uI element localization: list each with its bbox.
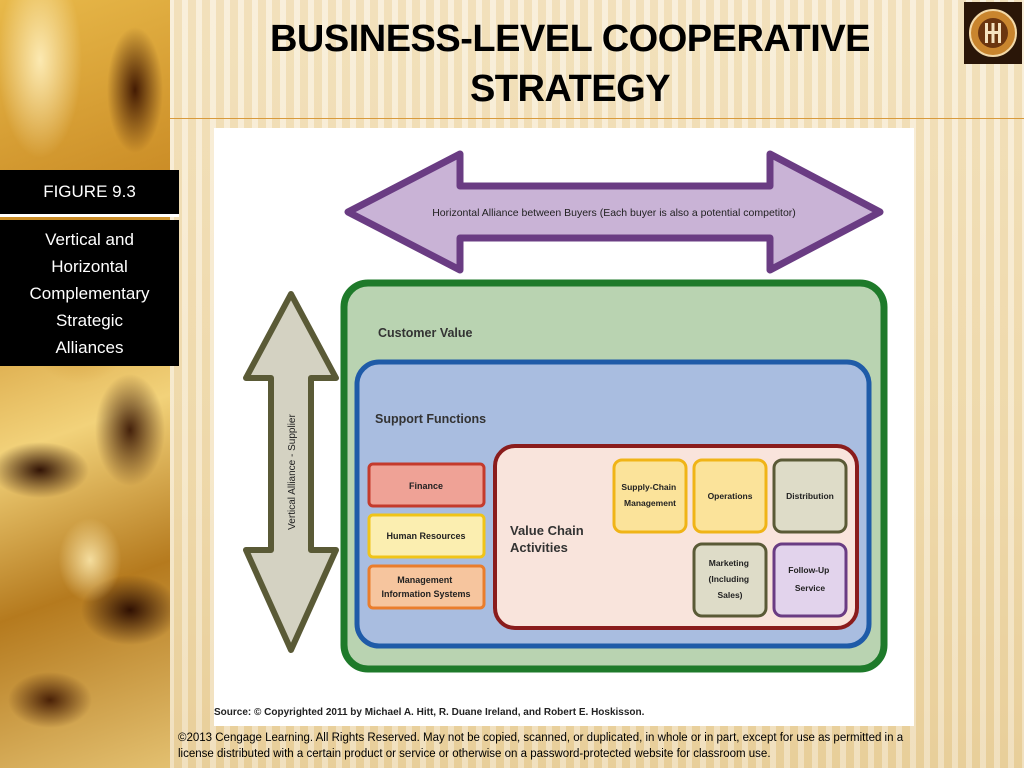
follow-up-label-line-2: Service [795,583,826,593]
mis-label-line-1: Management [397,575,452,585]
follow-up-label: Follow-Up Service [788,565,831,593]
slide-title: BUSINESS-LEVEL COOPERATIVE STRATEGY [269,18,871,110]
marketing-label-line-1: Marketing [709,558,749,568]
horizontal-alliance-arrow [344,150,884,274]
alliances-diagram: Horizontal Alliance between Buyers (Each… [243,150,888,673]
follow-up-label-line-1: Follow-Up [788,565,829,575]
finance-label: Finance [409,481,443,491]
diagram-card: Horizontal Alliance between Buyers (Each… [214,128,914,726]
mis-label: Management Information Systems [381,575,470,599]
vertical-alliance-arrow [243,291,339,653]
human-resources-box [367,513,486,559]
human-resources-label: Human Resources [386,531,465,541]
supply-chain-label-line-2: Management [624,498,676,508]
customer-value-label: Customer Value [378,326,473,340]
publisher-logo [964,2,1022,64]
supply-chain-box [612,458,688,534]
distribution-box [772,458,848,534]
decorative-left-band [0,0,170,768]
marketing-label: Marketing (Including Sales) [709,558,752,600]
copyright-notice: ©2013 Cengage Learning. All Rights Reser… [178,732,904,760]
finance-box [367,462,486,508]
value-chain-label-line-1: Value Chain [510,523,584,538]
marketing-box [692,542,768,618]
logo-icon [969,9,1017,57]
operations-box [692,458,768,534]
horizontal-alliance-label: Horizontal Alliance between Buyers (Each… [432,207,796,219]
supply-chain-label: Supply-Chain Management [621,482,678,508]
value-chain-label: Value Chain Activities [510,523,587,555]
operations-label: Operations [708,491,753,501]
mis-box [367,564,486,610]
marketing-label-line-3: Sales) [717,590,742,600]
diagram-source: Source: © Copyrighted 2011 by Michael A.… [214,707,645,718]
supply-chain-label-line-1: Supply-Chain [621,482,676,492]
follow-up-box [772,542,848,618]
value-chain-label-line-2: Activities [510,540,568,555]
support-functions-label: Support Functions [375,412,486,426]
distribution-label: Distribution [786,491,834,501]
mis-label-line-2: Information Systems [381,589,470,599]
figure-label: FIGURE 9.3 [0,170,179,217]
marketing-label-line-2: (Including [709,574,750,584]
header-divider [170,118,1024,119]
vertical-alliance-label: Vertical Alliance - Supplier [287,414,298,530]
figure-caption: Vertical and Horizontal Complementary St… [0,220,179,366]
